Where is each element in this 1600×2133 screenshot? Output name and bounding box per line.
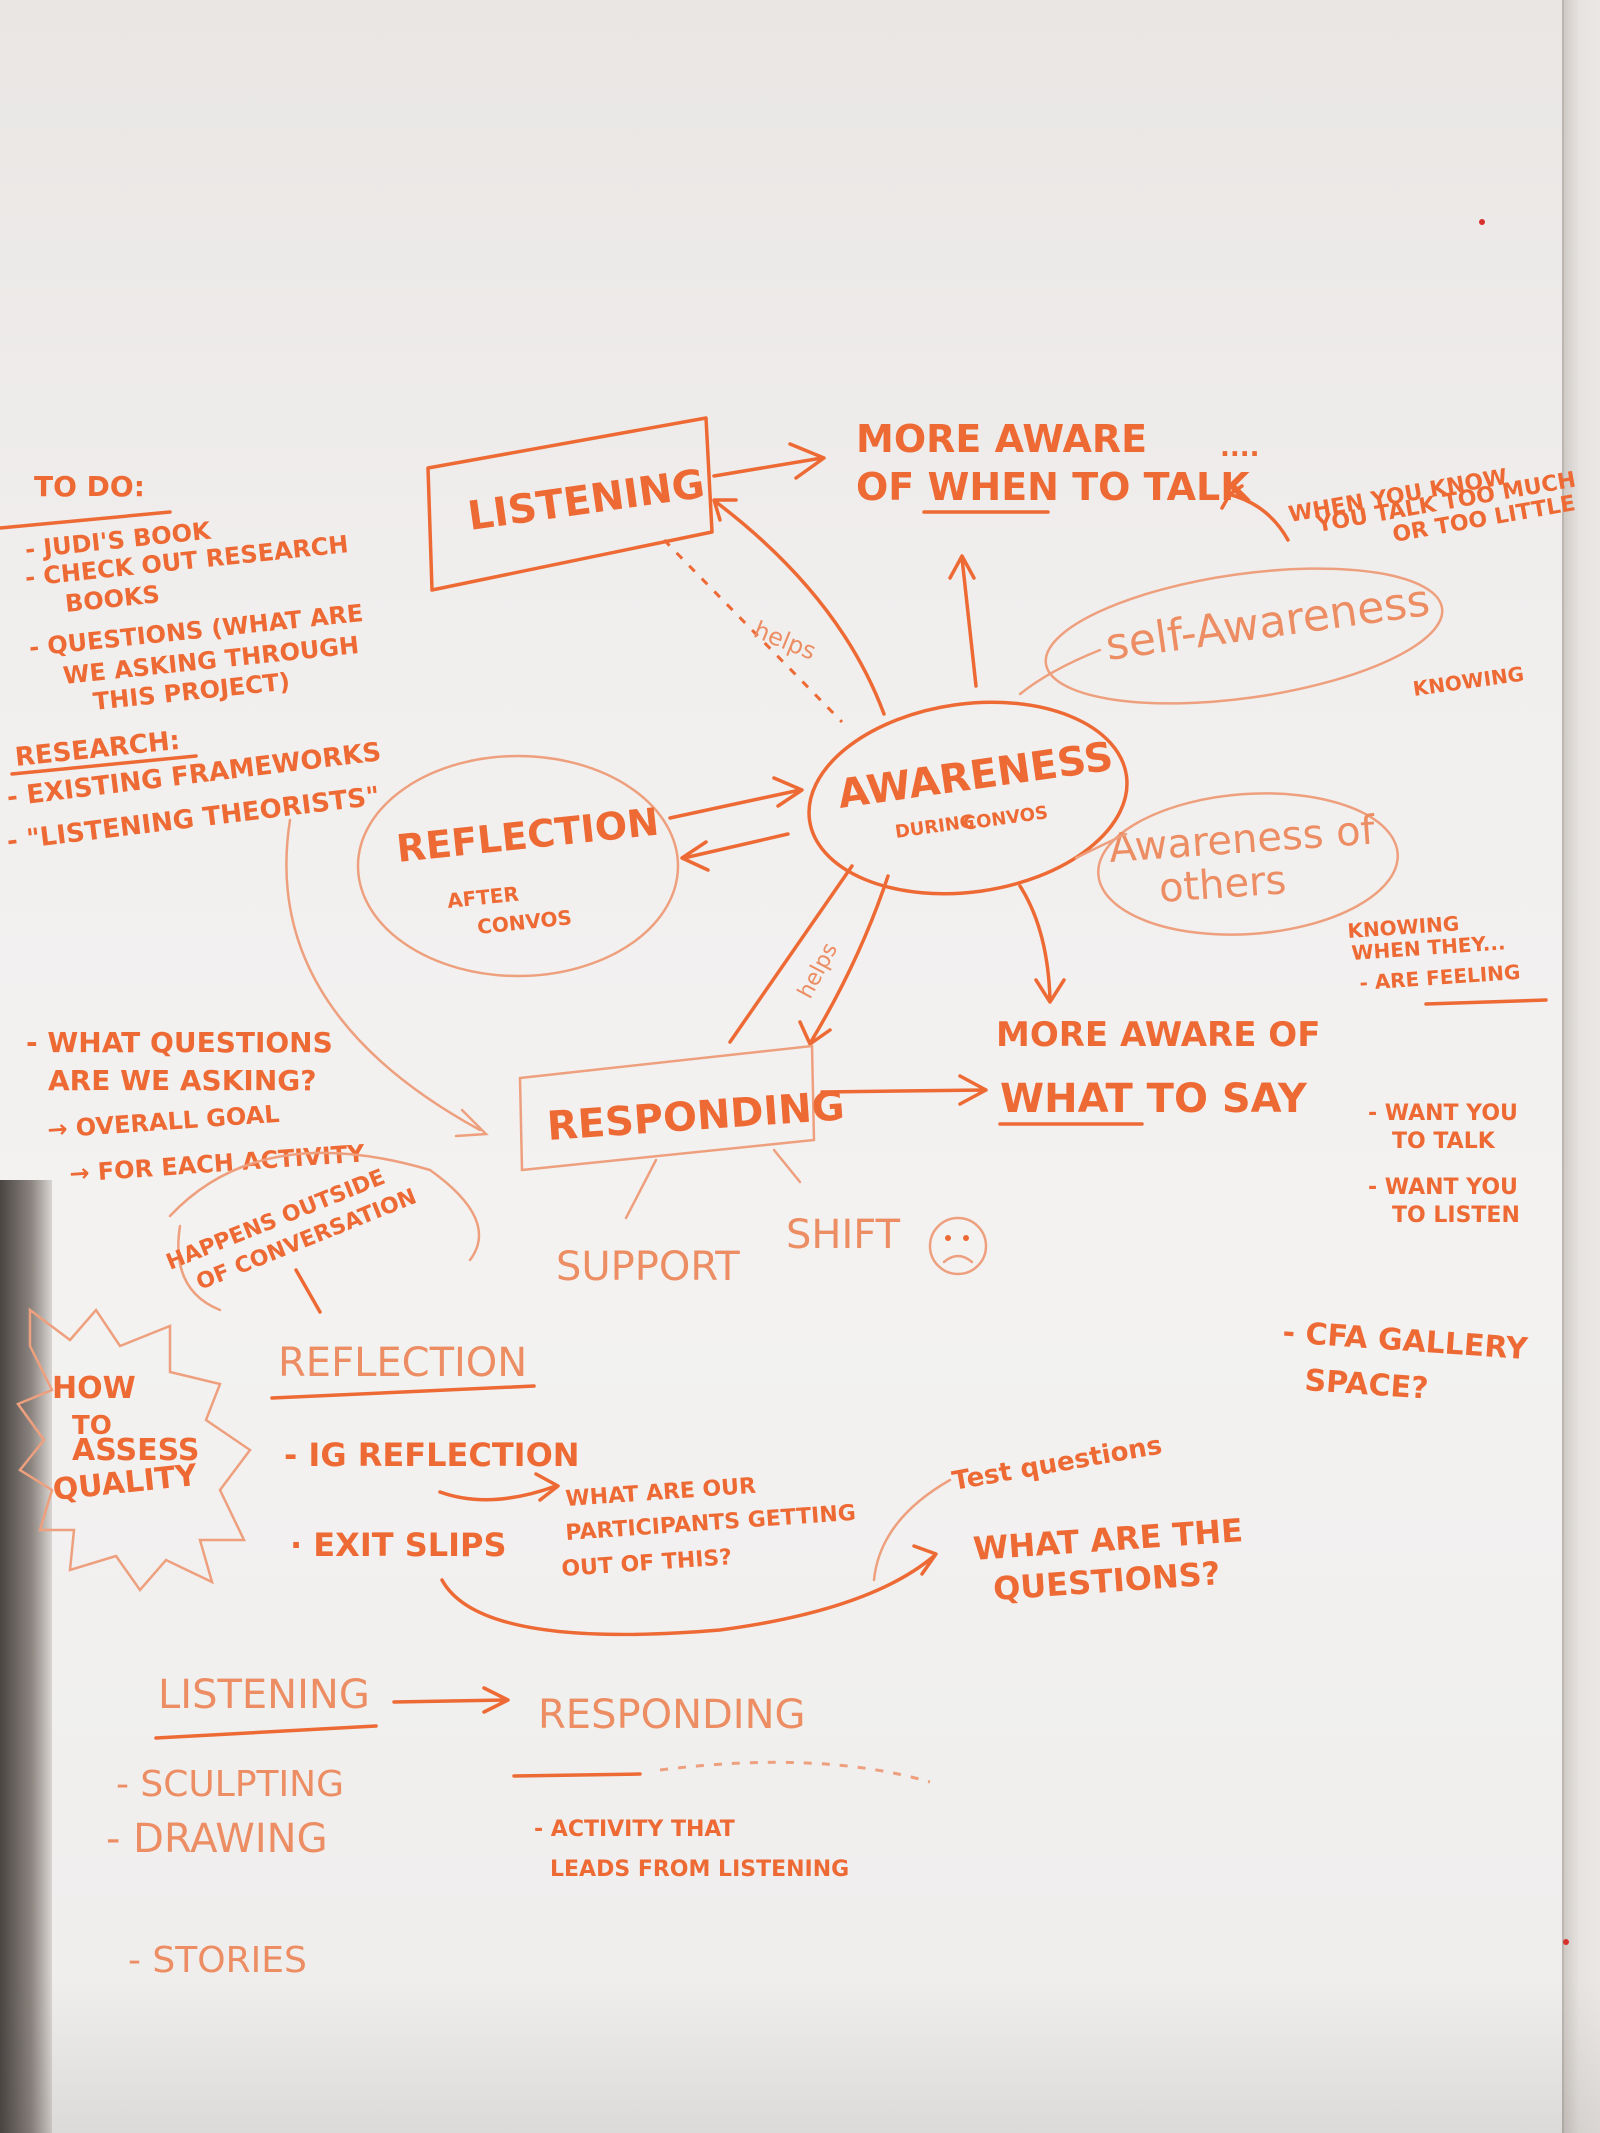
arrow-awareness-to-listening	[712, 498, 886, 716]
board-frame-left	[0, 1180, 52, 2133]
responding-node: RESPONDING	[518, 1044, 846, 1172]
responding-label: RESPONDING	[545, 1083, 846, 1150]
more-aware-when-node: MORE AWARE OF WHEN TO TALK ....	[856, 417, 1260, 514]
curve-reflection-to-responding	[285, 818, 489, 1138]
when-you-know-note: WHEN YOU KNOW YOU TALK TOO MUCH OR TOO L…	[1220, 465, 1578, 548]
svg-text:- WANT YOU: - WANT YOU	[1368, 1175, 1518, 1200]
todo-title: TO DO:	[34, 470, 145, 503]
svg-text:ARE WE ASKING?: ARE WE ASKING?	[48, 1064, 316, 1097]
helps-dashed-line	[662, 538, 844, 724]
svg-text:- WHAT QUESTIONS: - WHAT QUESTIONS	[26, 1026, 333, 1059]
svg-text:WHAT ARE OUR: WHAT ARE OUR	[565, 1474, 757, 1512]
svg-text:LEADS FROM LISTENING: LEADS FROM LISTENING	[550, 1857, 849, 1882]
helps-label: helps	[750, 616, 820, 666]
support-label: SUPPORT	[556, 1244, 740, 1290]
reflection-section-item: - IG REFLECTION	[284, 1436, 580, 1474]
arrow-awareness-to-reflection	[680, 832, 790, 872]
assess-quality-burst: HOW TO ASSESS QUALITY	[16, 1307, 252, 1593]
self-awareness-node: self-Awareness KNOWING	[1018, 567, 1526, 705]
self-awareness-label: self-Awareness	[1102, 575, 1432, 671]
test-questions-label: Test questions	[950, 1430, 1164, 1496]
svg-text:- ARE FEELING: - ARE FEELING	[1359, 960, 1521, 995]
svg-text:- ACTIVITY THAT: - ACTIVITY THAT	[534, 1817, 735, 1842]
marker-speck	[1479, 219, 1485, 225]
svg-text:→ FOR EACH ACTIVITY: → FOR EACH ACTIVITY	[68, 1139, 366, 1188]
more-aware-what-text: MORE AWARE OF	[996, 1015, 1320, 1055]
shift-label: SHIFT	[786, 1212, 901, 1258]
reflection-section-title: REFLECTION	[278, 1340, 527, 1386]
marker-speck	[1563, 1939, 1569, 1945]
svg-text:HOW: HOW	[52, 1371, 136, 1406]
svg-text:- CFA GALLERY: - CFA GALLERY	[1281, 1315, 1529, 1367]
todo-list: TO DO: - JUDI'S BOOK - CHECK OUT RESEARC…	[0, 470, 365, 716]
helps-label-mid: helps	[793, 939, 843, 1003]
reflection-section: REFLECTION - IG REFLECTION · EXIT SLIPS …	[270, 1340, 1244, 1637]
reflection-sub: AFTER	[446, 882, 520, 913]
arrow-responding-to-what	[820, 1074, 988, 1106]
listening-label: LISTENING	[465, 461, 708, 540]
reflection-sub: CONVOS	[476, 905, 573, 939]
awareness-of-others-label: others	[1157, 857, 1287, 912]
more-aware-when-text: MORE AWARE	[856, 417, 1147, 461]
cfa-note: - CFA GALLERY SPACE?	[1281, 1315, 1529, 1407]
questions-list: - WHAT QUESTIONS ARE WE ASKING? → OVERAL…	[26, 1026, 366, 1188]
activities-listening: LISTENING	[158, 1672, 370, 1718]
knowing-label: KNOWING	[1411, 662, 1525, 701]
want-you-note: - WANT YOU TO TALK - WANT YOU TO LISTEN	[1368, 1101, 1520, 1228]
reflection-label: REFLECTION	[394, 800, 661, 871]
svg-text:ASSESS: ASSESS	[72, 1433, 199, 1468]
more-aware-what-node: MORE AWARE OF WHAT TO SAY	[996, 1015, 1320, 1126]
knowing-when-note: KNOWING WHEN THEY... - ARE FEELING	[1347, 911, 1548, 1006]
svg-text:- WANT YOU: - WANT YOU	[1368, 1101, 1518, 1126]
reflection-section-item: · EXIT SLIPS	[290, 1526, 507, 1564]
sad-face-icon	[928, 1216, 988, 1276]
arrow-awareness-to-responding	[728, 864, 854, 1044]
board-frame-right	[1562, 0, 1600, 2133]
awareness-sub: CONVOS	[962, 802, 1050, 835]
activities-section: LISTENING RESPONDING - SCULPTING - DRAWI…	[106, 1672, 931, 1981]
arrow-awareness-up	[948, 554, 978, 688]
svg-text:SPACE?: SPACE?	[1303, 1363, 1429, 1407]
arrow-reflection-to-awareness	[668, 776, 804, 820]
more-aware-what-text: WHAT TO SAY	[1000, 1076, 1308, 1122]
awareness-node: AWARENESS DURING CONVOS	[807, 700, 1129, 896]
svg-text:TO LISTEN: TO LISTEN	[1392, 1203, 1520, 1228]
more-aware-when-text: OF WHEN TO TALK	[856, 465, 1251, 509]
svg-text:→ OVERALL GOAL: → OVERALL GOAL	[46, 1100, 280, 1144]
svg-text:OUT OF THIS?: OUT OF THIS?	[561, 1545, 733, 1582]
activity-item: - STORIES	[128, 1940, 307, 1981]
research-list: RESEARCH: - EXISTING FRAMEWORKS - "LISTE…	[5, 726, 383, 857]
activities-responding: RESPONDING	[538, 1692, 806, 1738]
awareness-label: AWARENESS	[835, 734, 1116, 818]
arrow-listening-to-aware	[712, 442, 826, 480]
svg-text:TO TALK: TO TALK	[1392, 1129, 1496, 1154]
reflection-node: REFLECTION AFTER CONVOS	[356, 754, 680, 978]
arrow-awareness-down	[1018, 884, 1066, 1004]
activity-item: - SCULPTING	[116, 1764, 344, 1805]
activity-item: - DRAWING	[106, 1816, 328, 1862]
ellipsis-text: ....	[1220, 433, 1260, 463]
listening-node: LISTENING	[426, 416, 714, 592]
svg-text:TO: TO	[72, 1411, 112, 1441]
board-shadow	[0, 1980, 1600, 2133]
